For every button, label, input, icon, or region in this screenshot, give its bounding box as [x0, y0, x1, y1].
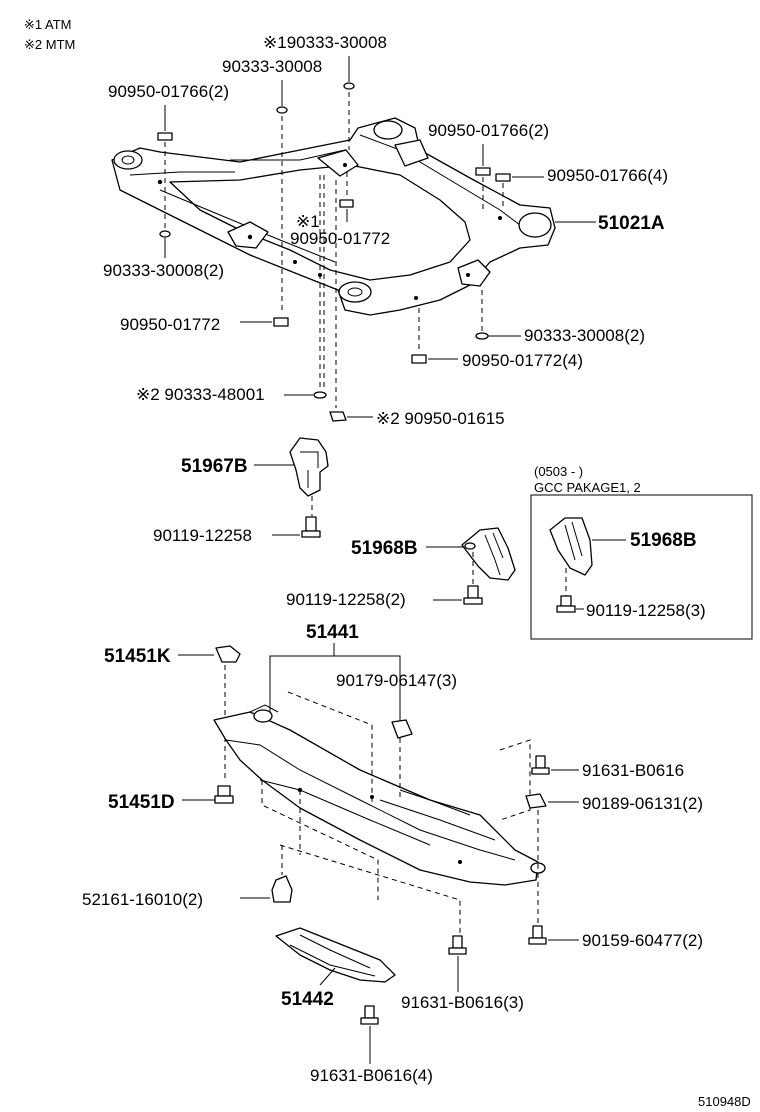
bracket-51967B: [289, 437, 329, 497]
label-90159-60477-2: 90159-60477(2): [582, 931, 703, 950]
label-51441: 51441: [306, 622, 359, 643]
label-90950-01772-4: 90950-01772(4): [462, 351, 583, 370]
label-90119-12258: 90119-12258: [153, 526, 252, 545]
label-90950-01766-2-left: 90950-01766(2): [108, 82, 229, 101]
bracket-51968B-gcc: [549, 517, 593, 576]
label-51442: 51442: [281, 989, 334, 1010]
bolt-91631-B0616-4: [360, 1005, 379, 1025]
bolt-90119-12258-2: [463, 585, 483, 605]
nut-90179-06147: [391, 719, 413, 739]
label-90950-01772-atm: 90950-01772: [290, 229, 390, 248]
label-90333-30008-2-right: 90333-30008(2): [524, 326, 645, 345]
legend-mtm: ※2 MTM: [24, 37, 75, 52]
bracket-51968B: [461, 527, 516, 581]
label-51021A: 51021A: [598, 213, 665, 234]
label-90333-30008-atm: ※190333-30008: [263, 33, 387, 52]
cover-51442: [275, 927, 396, 983]
clip-51451K: [215, 645, 241, 663]
bolt-91631-B0616: [531, 755, 550, 775]
label-90333-30008-2-left: 90333-30008(2): [103, 261, 224, 280]
nut-90189-06131: [525, 793, 547, 809]
label-91631-B0616: 91631-B0616: [582, 761, 684, 780]
label-51968B: 51968B: [351, 538, 418, 559]
label-51968B-gcc: 51968B: [630, 530, 697, 551]
undercover-51441: [213, 704, 546, 886]
bolt-90119-12258: [301, 516, 321, 538]
label-90119-12258-3: 90119-12258(3): [586, 601, 706, 620]
label-51967B: 51967B: [181, 456, 248, 477]
label-90333-48001-mtm: ※2 90333-48001: [136, 385, 265, 404]
label-90950-01615-mtm: ※2 90950-01615: [376, 409, 505, 428]
label-90189-06131-2: 90189-06131(2): [582, 794, 703, 813]
label-90333-30008: 90333-30008: [222, 57, 322, 76]
inset-package: GCC PAKAGE1, 2: [534, 480, 641, 495]
label-90950-01772: 90950-01772: [120, 315, 220, 334]
label-90950-01766-2-right: 90950-01766(2): [428, 121, 549, 140]
bolt-90119-12258-3: [556, 595, 576, 613]
diagram-code: 510948D: [698, 1094, 751, 1109]
label-51451K: 51451K: [104, 646, 171, 667]
label-91631-B0616-3: 91631-B0616(3): [401, 993, 524, 1012]
label-90950-01766-4: 90950-01766(4): [547, 166, 668, 185]
clip-51451D: [214, 785, 234, 804]
label-90119-12258-2: 90119-12258(2): [286, 590, 406, 609]
inset-box: [530, 494, 753, 640]
label-90950-01772-mark: ※1: [296, 212, 320, 231]
label-52161-16010-2: 52161-16010(2): [82, 890, 203, 909]
label-90179-06147-3: 90179-06147(3): [336, 671, 457, 690]
label-91631-B0616-4: 91631-B0616(4): [310, 1066, 433, 1085]
clip-52161-16010: [271, 875, 293, 903]
bolt-91631-B0616-3: [448, 935, 467, 955]
legend-atm: ※1 ATM: [24, 17, 72, 32]
crossmember-51021A: [111, 117, 556, 316]
inset-date: (0503 - ): [534, 464, 583, 479]
label-51451D: 51451D: [108, 792, 175, 813]
bolt-90159-60477: [528, 925, 547, 945]
